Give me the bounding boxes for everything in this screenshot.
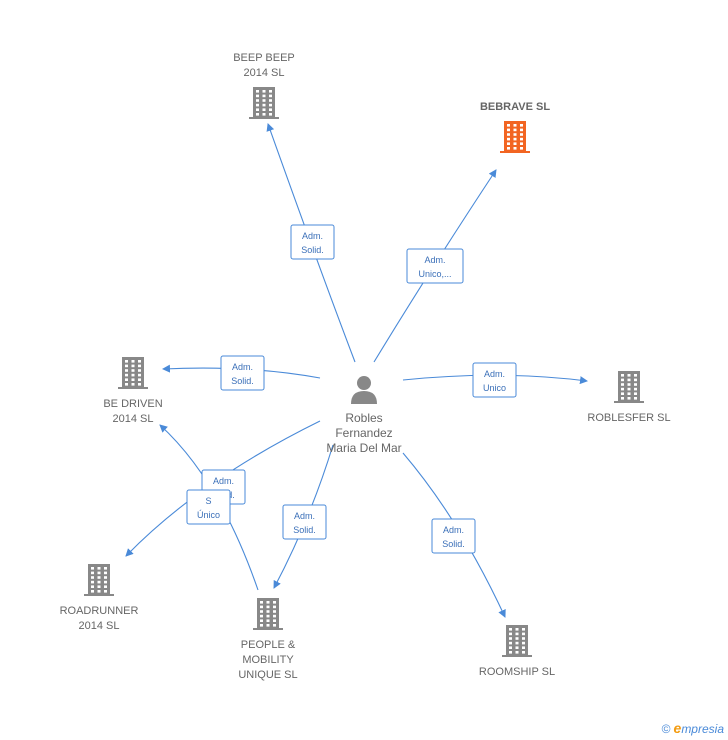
edge-label-text: Unico,...: [418, 269, 451, 279]
brand-initial: e: [673, 720, 682, 736]
company-label: UNIQUE SL: [238, 669, 297, 681]
person-name-line: Maria Del Mar: [326, 441, 401, 455]
edge-label-text: Solid.: [301, 245, 324, 255]
building-icon: [84, 564, 114, 596]
edge-label-box: [406, 248, 464, 284]
footer-brand[interactable]: ©empresia: [662, 720, 724, 736]
company-label: 2014 SL: [113, 413, 154, 425]
edge-label-box: [220, 355, 265, 391]
company-label: PEOPLE &: [241, 639, 296, 651]
edge-label-text: Solid.: [293, 525, 316, 535]
company-node-beep-beep[interactable]: BEEP BEEP 2014 SL: [233, 52, 295, 119]
edge-label-bebrave[interactable]: Adm. Unico,...: [406, 248, 464, 284]
edge-label-box: [186, 489, 231, 525]
edge-label-text: Solid.: [442, 539, 465, 549]
company-label: MOBILITY: [242, 654, 294, 666]
company-label: ROOMSHIP SL: [479, 666, 555, 678]
edge-label-box: [472, 362, 517, 398]
edge-label-text: Adm.: [424, 255, 445, 265]
company-label: 2014 SL: [244, 67, 285, 79]
edges-layer: [125, 123, 588, 618]
person-name-line: Robles: [345, 411, 382, 425]
edge-label-text: Adm.: [302, 231, 323, 241]
edge-label-beep-beep[interactable]: Adm. Solid.: [290, 224, 335, 260]
edge-label-text: Adm.: [232, 362, 253, 372]
person-name-line: Fernandez: [335, 426, 392, 440]
company-label: 2014 SL: [79, 620, 120, 632]
company-node-roomship[interactable]: ROOMSHIP SL: [479, 625, 555, 678]
edge-label-be-driven[interactable]: Adm. Solid.: [220, 355, 265, 391]
edge-label-text: Adm.: [294, 511, 315, 521]
edge-labels-layer: Adm. Solid. Adm. Unico,... Adm. Solid. Adm. Uni…: [186, 224, 517, 554]
building-icon: [500, 121, 530, 153]
edge-label-roomship[interactable]: Adm. Solid.: [431, 518, 476, 554]
company-node-roblesfer[interactable]: ROBLESFER SL: [587, 371, 671, 424]
edge-label-text: Adm.: [443, 525, 464, 535]
company-node-bebrave[interactable]: BEBRAVE SL: [480, 101, 550, 153]
edge-label-people-mobility[interactable]: S Único: [186, 489, 231, 525]
edge-label-roblesfer[interactable]: Adm. Unico: [472, 362, 517, 398]
edge-label-box: [431, 518, 476, 554]
building-icon: [614, 371, 644, 403]
edge-label-box: [282, 504, 327, 540]
company-label: BE DRIVEN: [103, 398, 162, 410]
edge-label-text: Adm.: [484, 369, 505, 379]
copyright-icon: ©: [661, 722, 671, 736]
building-icon: [502, 625, 532, 657]
building-icon: [249, 87, 279, 119]
edge-label-text: Adm.: [213, 476, 234, 486]
building-icon: [253, 598, 283, 630]
edge-label-box: [290, 224, 335, 260]
edge-label-text: Solid.: [231, 376, 254, 386]
company-label: ROADRUNNER: [60, 605, 139, 617]
company-node-people-mobility[interactable]: PEOPLE & MOBILITY UNIQUE SL: [238, 598, 298, 681]
company-label: ROBLESFER SL: [587, 412, 670, 424]
person-icon: [351, 376, 377, 404]
edge-label-text: Unico: [483, 383, 506, 393]
company-label: BEEP BEEP: [233, 52, 295, 64]
company-node-roadrunner[interactable]: ROADRUNNER 2014 SL: [60, 564, 139, 632]
company-node-be-driven[interactable]: BE DRIVEN 2014 SL: [103, 357, 163, 425]
building-icon: [118, 357, 148, 389]
edge-label-people-mobility[interactable]: Adm. Solid.: [282, 504, 327, 540]
edge-label-text: Único: [197, 510, 220, 520]
nodes-layer: BEEP BEEP 2014 SL BEBRAVE SL BE DRIVEN 2014 …: [60, 52, 671, 681]
brand-name: mpresia: [681, 722, 724, 736]
company-label: BEBRAVE SL: [480, 101, 550, 113]
edge-label-text: S: [205, 496, 211, 506]
